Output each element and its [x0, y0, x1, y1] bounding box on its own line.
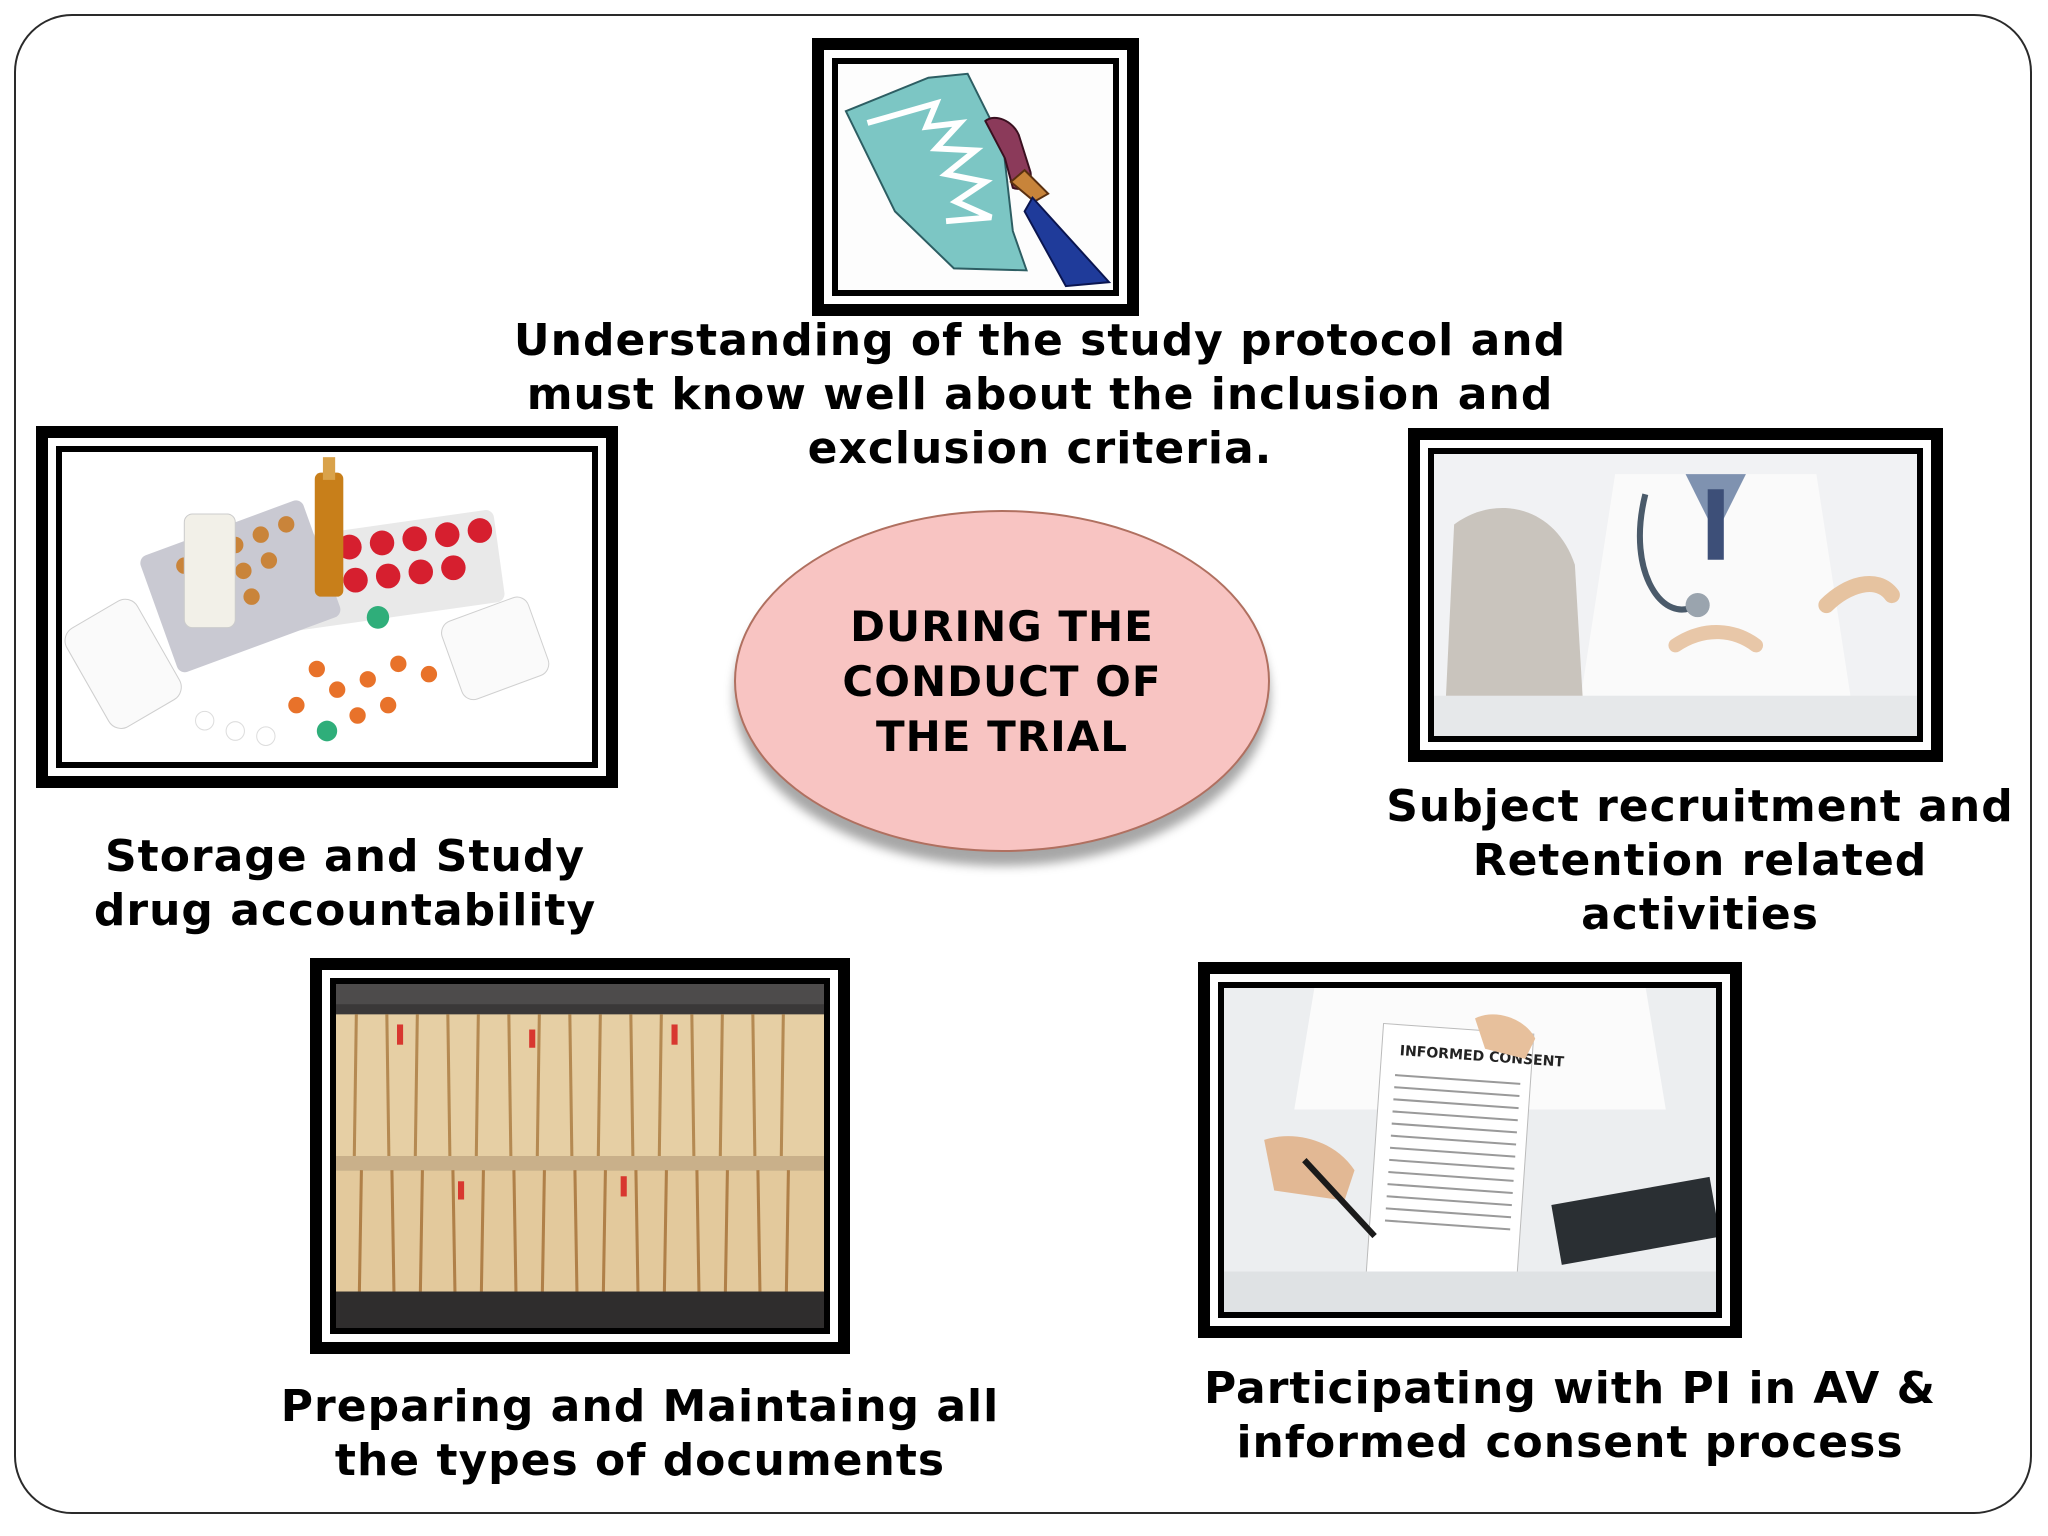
protocol-caption: Understanding of the study protocol and … [513, 315, 1567, 474]
protocol-image-frame [812, 38, 1139, 316]
consent-image-frame: INFORMED CONSENT [1198, 962, 1742, 1338]
center-topic-text: DURING THE CONDUCT OF THE TRIAL [842, 601, 1162, 761]
documents-caption: Preparing and Maintaing all the types of… [280, 1381, 1000, 1486]
recruitment-caption: Subject recruitment and Retention relate… [1386, 781, 2014, 940]
center-topic-ellipse: DURING THE CONDUCT OF THE TRIAL [734, 510, 1270, 852]
informed-consent-icon: INFORMED CONSENT [1224, 988, 1716, 1312]
recruitment-image-frame [1408, 428, 1943, 762]
doctor-patient-icon [1434, 454, 1917, 736]
file-shelves-icon [336, 984, 824, 1328]
consent-caption: Participating with PI in AV & informed c… [1203, 1363, 1937, 1468]
medicine-caption: Storage and Study drug accountability [93, 831, 597, 936]
documents-image-frame [310, 958, 850, 1354]
medicine-image-frame [36, 426, 618, 788]
protocol-document-icon [838, 64, 1113, 290]
medicine-pills-icon [62, 452, 592, 762]
